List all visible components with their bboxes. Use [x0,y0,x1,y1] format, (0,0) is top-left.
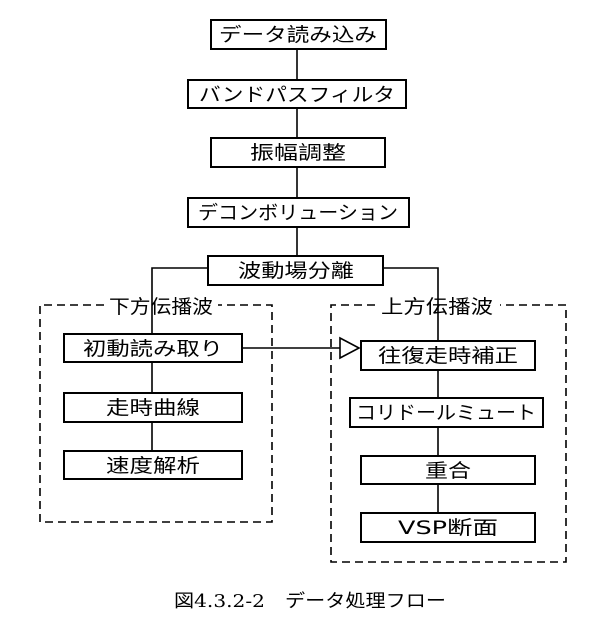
step-bandpass: バンドパスフィルタ [199,84,395,106]
step-vsp-section-box [360,512,536,543]
step-first-break: 初動読み取り [83,338,223,360]
step-velocity-analysis-box [63,450,243,480]
step-data-load-box [210,19,387,50]
step-stack-box [360,455,536,485]
step-stack: 重合 [425,460,471,482]
step-corridor-mute: コリドールミュート [356,402,536,424]
step-deconvolution-box [187,197,410,228]
step-bandpass-box [187,79,407,109]
step-amplitude: 振幅調整 [250,142,346,164]
step-first-break-box [63,333,243,363]
step-corridor-mute-box [349,397,544,428]
step-vsp-section: VSP断面 [398,517,498,539]
step-twt-correction: 往復走時補正 [378,345,518,367]
step-velocity-analysis: 速度解析 [106,455,200,477]
arrow-head [339,336,361,360]
upgoing-group-title: 上方伝播波 [381,296,493,318]
step-travel-time-curve-box [63,392,243,423]
step-wavefield-sep: 波動場分離 [238,260,354,282]
step-data-load: データ読み込み [219,24,377,46]
upgoing-group-frame [330,304,567,563]
split-connector-left [151,267,208,334]
step-amplitude-box [210,137,386,168]
step-deconvolution: デコンボリューション [198,202,398,224]
step-wavefield-sep-box [207,255,384,286]
step-twt-correction-box [360,340,536,371]
step-travel-time-curve: 走時曲線 [106,397,200,419]
downgoing-group-frame [39,304,273,523]
downgoing-group-title: 下方伝播波 [109,296,213,318]
split-connector-right [383,267,439,342]
figure-caption: 図4.3.2-2 データ処理フロー [174,591,446,612]
